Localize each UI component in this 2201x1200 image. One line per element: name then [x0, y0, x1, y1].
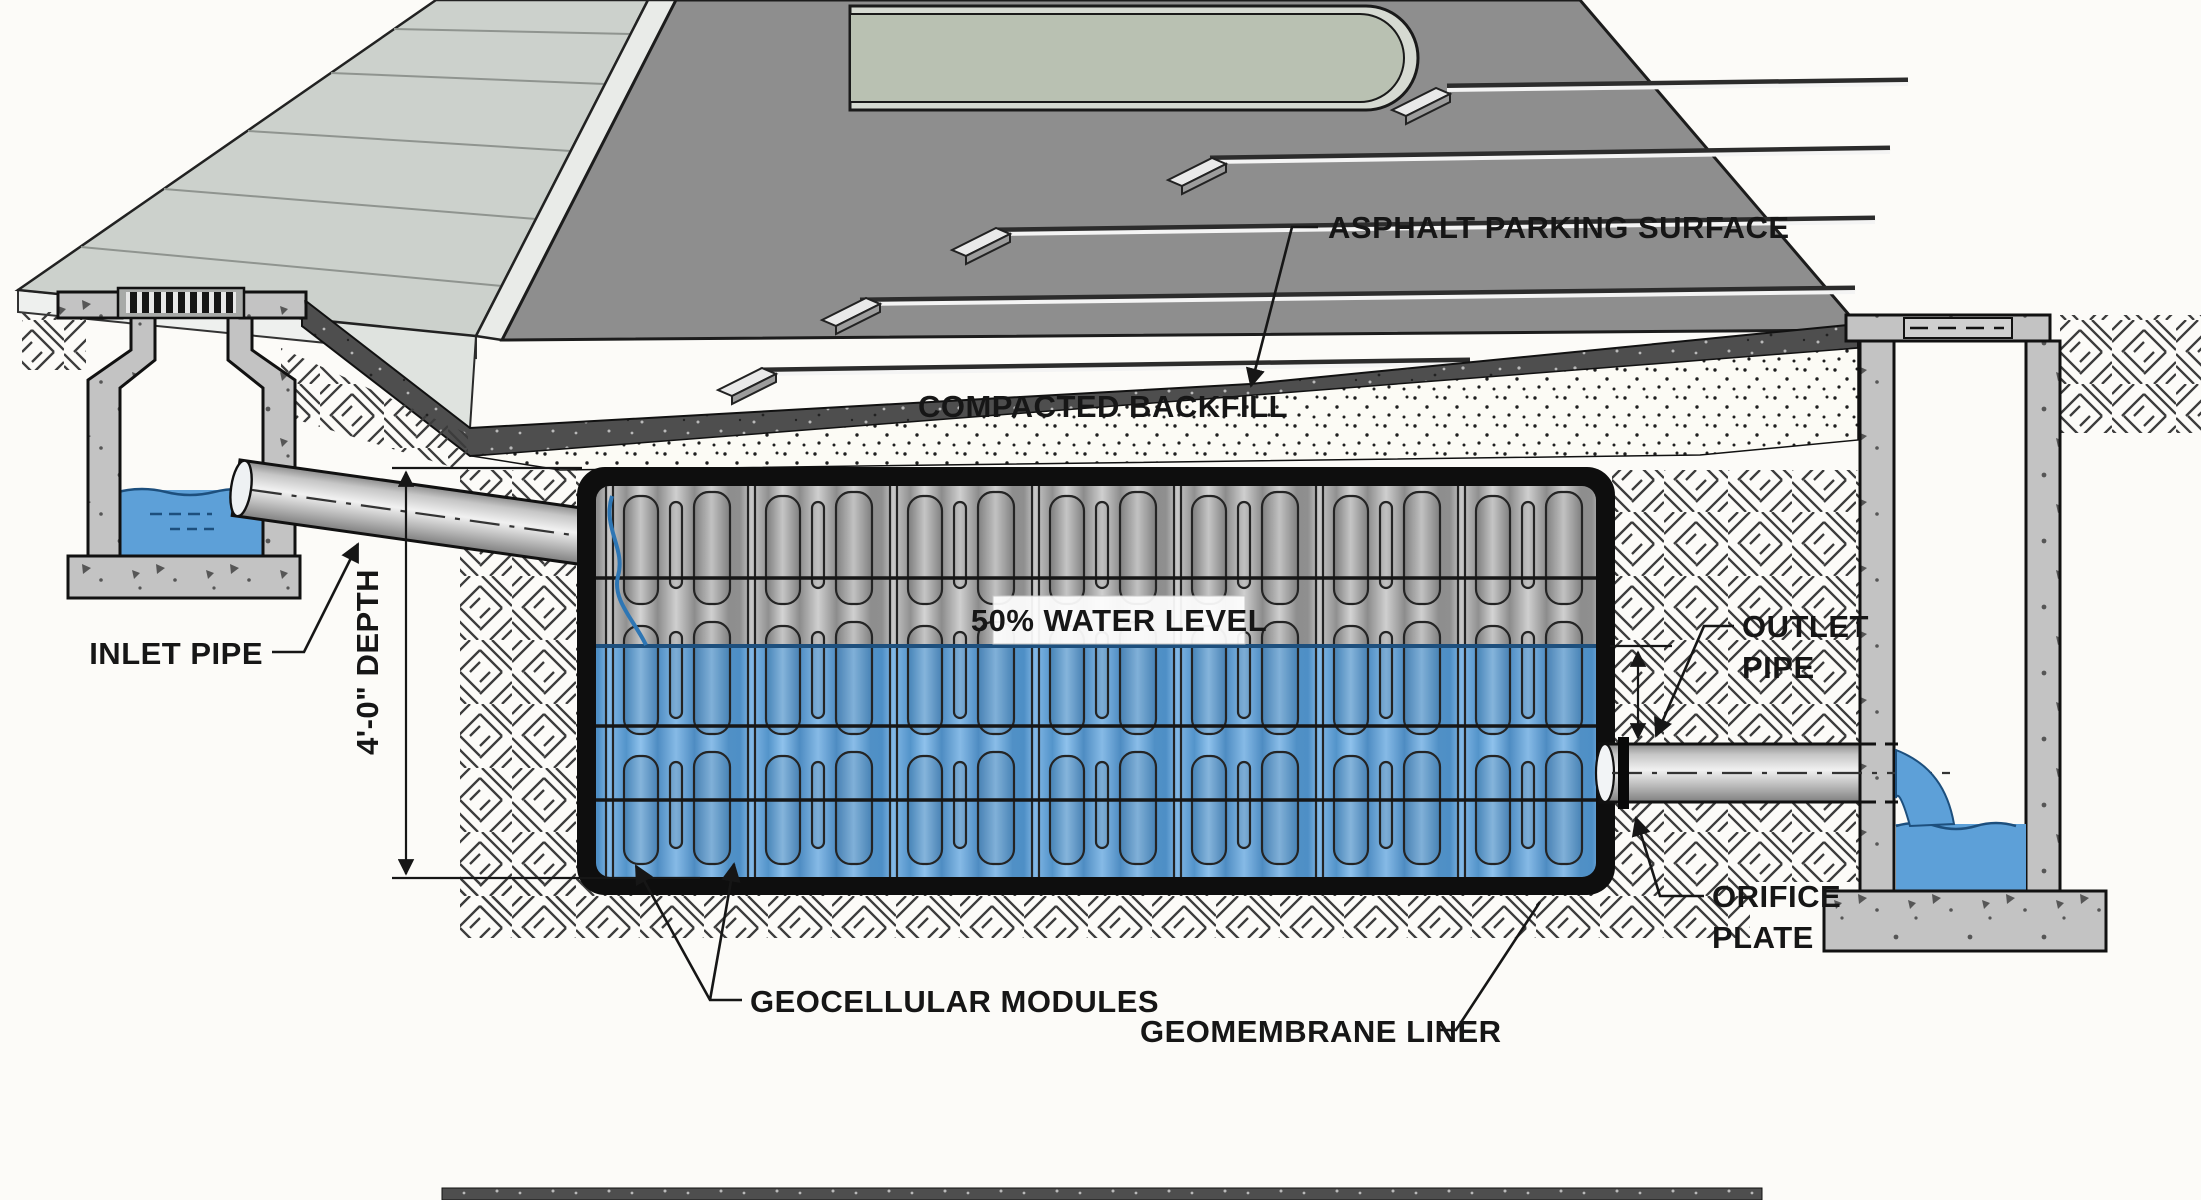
liner-leader: [1438, 901, 1542, 1032]
outlet-manhole: [1822, 313, 2108, 953]
inlet-label: INLET PIPE: [89, 636, 263, 671]
sidewalk-joints: [80, 28, 632, 287]
parking-stripes: [759, 77, 1909, 376]
manhole-left-wall: [1858, 339, 1896, 893]
asphalt-label: ASPHALT PARKING SURFACE: [1328, 210, 1790, 245]
manhole-pool: [1896, 824, 2026, 890]
geocellular-module-pattern: [596, 486, 1596, 877]
orifice-label-line2: PLATE: [1712, 920, 1814, 955]
wheel-stops: [715, 86, 1453, 406]
detention-tank: 50% WATER LEVEL: [577, 467, 1615, 895]
orifice-leader: [1631, 816, 1704, 898]
manhole-right-wall: [2024, 339, 2062, 893]
bottom-edge-layer: [441, 1187, 1763, 1200]
water-level-label: 50% WATER LEVEL: [971, 603, 1267, 638]
landscape-island: [848, 4, 1420, 112]
backfill-label: COMPACTED BACKFILL: [918, 389, 1288, 424]
basin-top-slab-right: [238, 290, 308, 320]
manhole-cover: [1903, 317, 2013, 339]
curb: [474, 0, 678, 342]
water-trickle: [607, 495, 648, 646]
parking-deck: [14, 0, 1909, 430]
module-joints: [596, 576, 1596, 802]
outlet-pipe: [1594, 737, 1956, 828]
basin-top-slab-left: [56, 290, 124, 320]
outlet-label-line2: PIPE: [1742, 650, 1815, 685]
outlet-label-line1: OUTLET: [1742, 609, 1869, 644]
modules-leader-2: [708, 862, 741, 1001]
inlet-leader: [272, 542, 360, 654]
orifice-plate: [1618, 737, 1629, 809]
asphalt-leader: [1245, 225, 1318, 388]
outfall-water: [1895, 748, 1956, 828]
depth-dimension: 4'-0" DEPTH: [350, 466, 700, 880]
outlet-head-dimension: [1610, 644, 1672, 740]
annotations: ASPHALT PARKING SURFACE COMPACTED BACKFI…: [89, 210, 1869, 1049]
basin-base: [66, 554, 302, 600]
outlet-leader: [1654, 624, 1734, 738]
water-level-label-box: [992, 595, 1246, 645]
orifice-label-line1: ORIFICE: [1712, 879, 1841, 914]
inlet-grate-bars: [130, 292, 233, 313]
modules-label: GEOCELLULAR MODULES: [750, 984, 1159, 1019]
manhole-base: [1822, 889, 2108, 953]
liner-label: GEOMEMBRANE LINER: [1140, 1014, 1502, 1049]
depth-dimension-label: 4'-0" DEPTH: [350, 569, 385, 755]
